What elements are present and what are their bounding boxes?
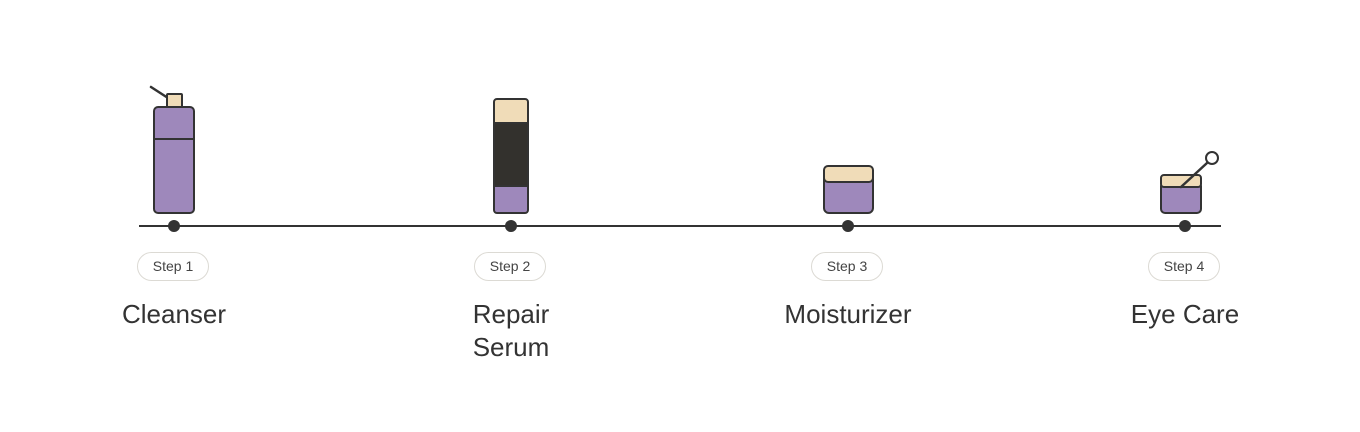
step-badge: Step 3 [811,252,883,281]
step-3: Step 3 Moisturizer [748,0,948,432]
timeline-dot [168,220,180,232]
step-2: Step 2 Repair Serum [411,0,611,432]
step-badge: Step 4 [1148,252,1220,281]
timeline-dot [842,220,854,232]
step-name-line: Serum [472,332,550,362]
step-1: Step 1 Cleanser [74,0,274,432]
step-name: Repair Serum [411,298,611,364]
timeline-line [139,225,1221,227]
step-name: Cleanser [74,298,274,331]
eye-cream-jar-icon [1160,151,1219,214]
step-name-line: Cleanser [121,299,227,329]
step-name-line: Repair [472,299,550,329]
pump-bottle-icon [149,85,195,214]
step-name: Eye Care [1085,298,1285,331]
serum-bottle-icon [493,98,529,214]
timeline-dot [505,220,517,232]
step-name-line: Eye Care [1130,299,1240,329]
step-4: Step 4 Eye Care [1085,0,1285,432]
cream-jar-icon [823,165,874,214]
step-name: Moisturizer [748,298,948,331]
step-badge: Step 1 [137,252,209,281]
step-badge: Step 2 [474,252,546,281]
step-name-line: Moisturizer [784,299,912,329]
timeline-dot [1179,220,1191,232]
